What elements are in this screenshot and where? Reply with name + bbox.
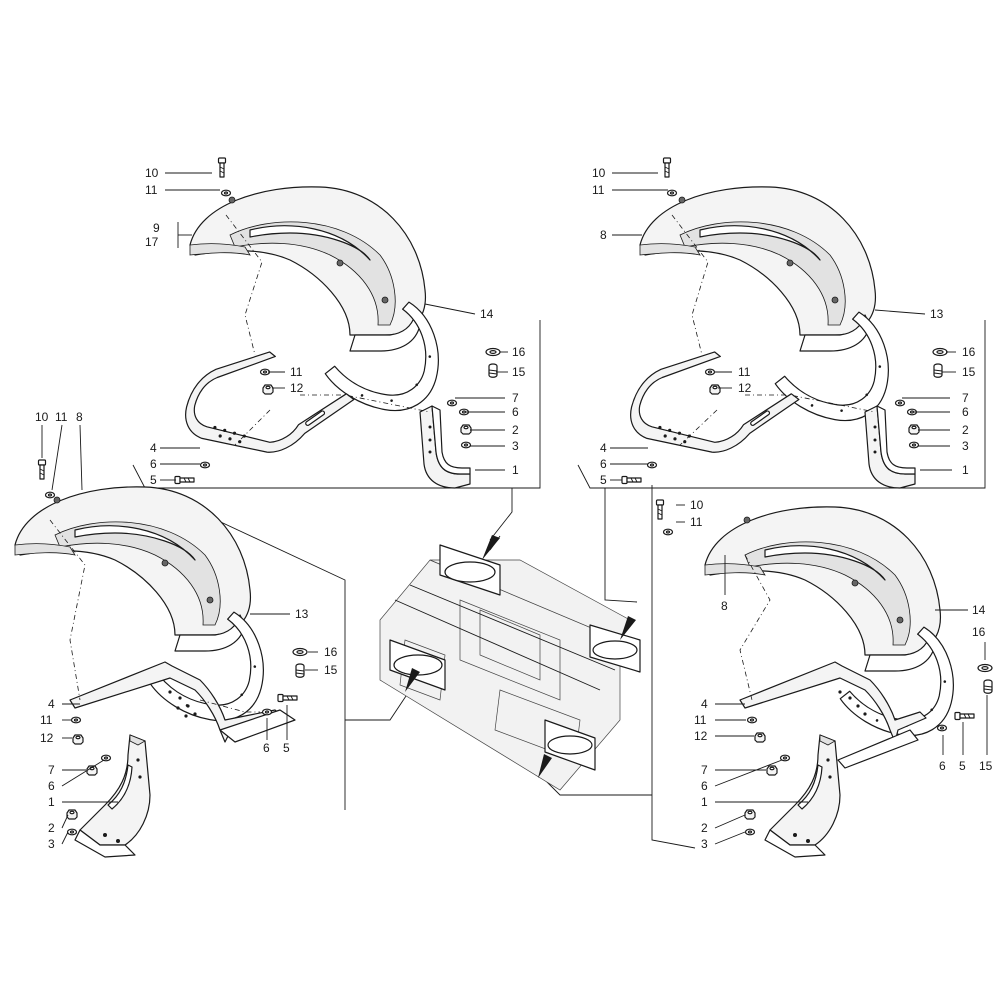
callout-10: 10 [690, 498, 704, 512]
callout-11: 11 [592, 183, 605, 197]
callout-5: 5 [959, 759, 966, 773]
callout-12: 12 [694, 729, 708, 743]
callout-3: 3 [962, 439, 969, 453]
callout-11: 11 [738, 365, 751, 379]
machine-overview [379, 535, 641, 791]
callout-17: 17 [145, 235, 159, 249]
callout-6: 6 [512, 405, 519, 419]
callout-9: 9 [153, 221, 160, 235]
callout-15: 15 [962, 365, 976, 379]
callout-10: 10 [145, 166, 159, 180]
callout-11: 11 [145, 183, 158, 197]
callout-16: 16 [324, 645, 338, 659]
callout-3: 3 [512, 439, 519, 453]
callout-6: 6 [962, 405, 969, 419]
callout-6: 6 [48, 779, 55, 793]
callout-1: 1 [962, 463, 969, 477]
group-bottom-right [655, 499, 993, 858]
callout-4: 4 [600, 441, 607, 455]
callout-2: 2 [48, 821, 55, 835]
callout-10: 10 [592, 166, 606, 180]
callout-6: 6 [701, 779, 708, 793]
callout-2: 2 [701, 821, 708, 835]
callout-1: 1 [48, 795, 55, 809]
group-top-right [621, 157, 948, 489]
callout-2: 2 [512, 423, 519, 437]
frame-lines [132, 320, 986, 849]
callout-10: 10 [35, 410, 49, 424]
callout-12: 12 [40, 731, 54, 745]
callout-8: 8 [600, 228, 607, 242]
callout-12: 12 [738, 381, 752, 395]
callout-2: 2 [962, 423, 969, 437]
callout-13: 13 [930, 307, 944, 321]
callout-16: 16 [512, 345, 526, 359]
callout-4: 4 [150, 441, 157, 455]
callout-11: 11 [290, 365, 303, 379]
callout-15: 15 [979, 759, 993, 773]
callout-11: 11 [55, 410, 68, 424]
callout-3: 3 [701, 837, 708, 851]
callout-4: 4 [48, 697, 55, 711]
callout-1: 1 [701, 795, 708, 809]
callout-5: 5 [150, 473, 157, 487]
callout-11: 11 [694, 713, 707, 727]
callout-11: 11 [690, 515, 703, 529]
callout-8: 8 [76, 410, 83, 424]
callouts-bottom-right: 10 11 8 14 16 4 11 12 7 6 1 6 5 15 2 3 [690, 498, 993, 851]
callouts-top-right: 10 11 8 13 11 12 16 15 7 6 2 3 4 6 5 1 [592, 166, 976, 487]
callout-5: 5 [600, 473, 607, 487]
callout-6: 6 [600, 457, 607, 471]
callout-5: 5 [283, 741, 290, 755]
leader-lines [41, 172, 988, 845]
callout-16: 16 [962, 345, 976, 359]
callout-7: 7 [512, 391, 519, 405]
callout-6: 6 [150, 457, 157, 471]
callout-11: 11 [40, 713, 53, 727]
callout-3: 3 [48, 837, 55, 851]
callouts-top-left: 10 11 9 17 14 11 12 16 15 7 6 2 3 4 6 5 … [145, 166, 526, 487]
group-bottom-left [14, 459, 308, 858]
callout-1: 1 [512, 463, 519, 477]
callout-8: 8 [721, 599, 728, 613]
callouts-bottom-left: 10 11 8 13 16 15 4 11 12 6 5 7 6 1 2 3 [35, 410, 338, 851]
callout-13: 13 [295, 607, 309, 621]
callout-7: 7 [48, 763, 55, 777]
callout-15: 15 [512, 365, 526, 379]
callout-14: 14 [972, 603, 986, 617]
callout-14: 14 [480, 307, 494, 321]
callout-6: 6 [263, 741, 270, 755]
callout-16: 16 [972, 625, 986, 639]
callout-7: 7 [962, 391, 969, 405]
group-top-left [174, 157, 501, 489]
callout-12: 12 [290, 381, 304, 395]
callout-15: 15 [324, 663, 338, 677]
callout-7: 7 [701, 763, 708, 777]
callout-4: 4 [701, 697, 708, 711]
callout-6: 6 [939, 759, 946, 773]
